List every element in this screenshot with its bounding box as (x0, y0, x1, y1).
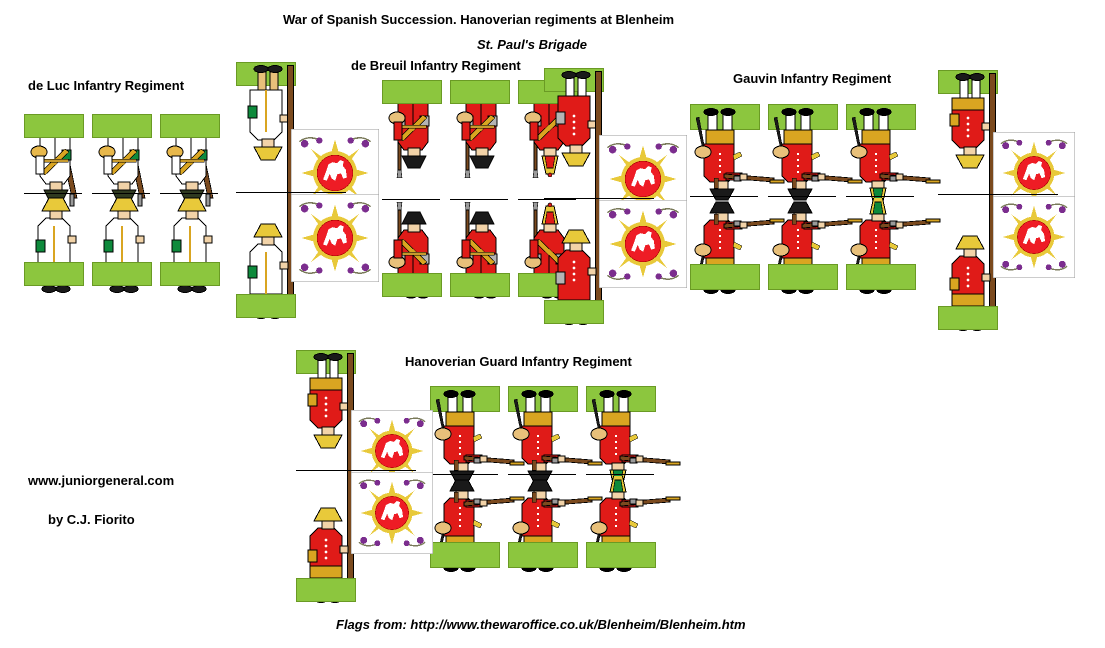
fold-line-colour-de-luc (236, 192, 346, 193)
page-title: War of Spanish Succession. Hanoverian re… (283, 12, 675, 27)
figure-grenadier-guard-3a (586, 386, 686, 486)
figure-base-de-luc-2b (92, 262, 152, 286)
fold-line-colour-de-breuil (544, 198, 654, 199)
regiment-block-gauvin (688, 0, 941, 300)
figure-base-gauvin-1b (690, 264, 760, 290)
flag-de-luc-bottom: .fld{fill:#3B6B1E;stroke:#2a4d15;stroke-… (291, 194, 379, 282)
figure-base-guard-1b (430, 542, 500, 568)
website-credit: www.juniorgeneral.com (28, 473, 175, 488)
regiment-label-de-luc: de Luc Infantry Regiment (28, 78, 185, 93)
colour-party-de-breuil: .fld{fill:#9D9D9D;stroke:#7a7a7a;stroke-… (544, 66, 687, 331)
colour-base-de-luc-bottom (236, 294, 296, 318)
fold-line-de-luc-2 (92, 193, 150, 194)
colour-base-guard-bottom (296, 578, 356, 602)
fold-line-de-breuil-2 (450, 199, 508, 200)
figure-base-de-breuil-2a (450, 80, 510, 104)
fold-line-guard-3 (586, 474, 654, 475)
regiment-block-de-luc (0, 0, 230, 300)
fold-line-de-luc-1 (24, 193, 82, 194)
fold-line-colour-gauvin (938, 194, 1058, 195)
fold-line-guard-2 (508, 474, 576, 475)
figure-grenadier-gauvin-3a (846, 104, 946, 204)
figure-base-gauvin-2b (768, 264, 838, 290)
regiment-label-de-breuil: de Breuil Infantry Regiment (351, 58, 521, 73)
fold-line-de-breuil-3 (518, 199, 576, 200)
fold-line-gauvin-3 (846, 196, 914, 197)
flag-guard-bottom: .fld{fill:#FFFFFF;stroke:#9a9a9a;stroke-… (351, 472, 433, 554)
fold-line-colour-guard (296, 470, 416, 471)
regiment-block-guard (428, 0, 681, 600)
regiment-label-gauvin: Gauvin Infantry Regiment (733, 71, 892, 86)
figure-base-de-luc-1b (24, 262, 84, 286)
fold-line-guard-1 (430, 474, 498, 475)
colour-party-guard: .fld{fill:#FFFFFF;stroke:#9a9a9a;stroke-… (296, 348, 433, 603)
fold-line-gauvin-1 (690, 196, 758, 197)
figure-base-guard-3b (586, 542, 656, 568)
figure-base-de-luc-1a (24, 114, 84, 138)
figure-base-de-breuil-1a (382, 80, 442, 104)
fold-line-de-luc-3 (160, 193, 218, 194)
fold-line-gauvin-2 (768, 196, 836, 197)
figure-base-de-luc-3a (160, 114, 220, 138)
figure-base-de-luc-2a (92, 114, 152, 138)
colour-party-gauvin: .fld{fill:#FFFFFF;stroke:#9a9a9a;stroke-… (938, 68, 1075, 333)
regiment-label-guard: Hanoverian Guard Infantry Regiment (405, 354, 632, 369)
author-credit: by C.J. Fiorito (48, 512, 135, 527)
figure-base-de-breuil-2b (450, 273, 510, 297)
figure-base-de-luc-3b (160, 262, 220, 286)
figure-base-gauvin-3b (846, 264, 916, 290)
flag-source-footer: Flags from: http://www.thewaroffice.co.u… (336, 617, 746, 632)
figure-base-de-breuil-1b (382, 273, 442, 297)
fold-line-de-breuil-1 (382, 199, 440, 200)
colour-base-gauvin-bottom (938, 306, 998, 330)
brigade-subtitle: St. Paul's Brigade (477, 37, 588, 52)
flag-gauvin-bottom: .fld{fill:#FFFFFF;stroke:#9a9a9a;stroke-… (993, 196, 1075, 278)
colour-party-de-luc: .fld{fill:#3B6B1E;stroke:#2a4d15;stroke-… (236, 60, 379, 325)
colour-base-de-breuil-bottom (544, 300, 604, 324)
figure-base-guard-2b (508, 542, 578, 568)
